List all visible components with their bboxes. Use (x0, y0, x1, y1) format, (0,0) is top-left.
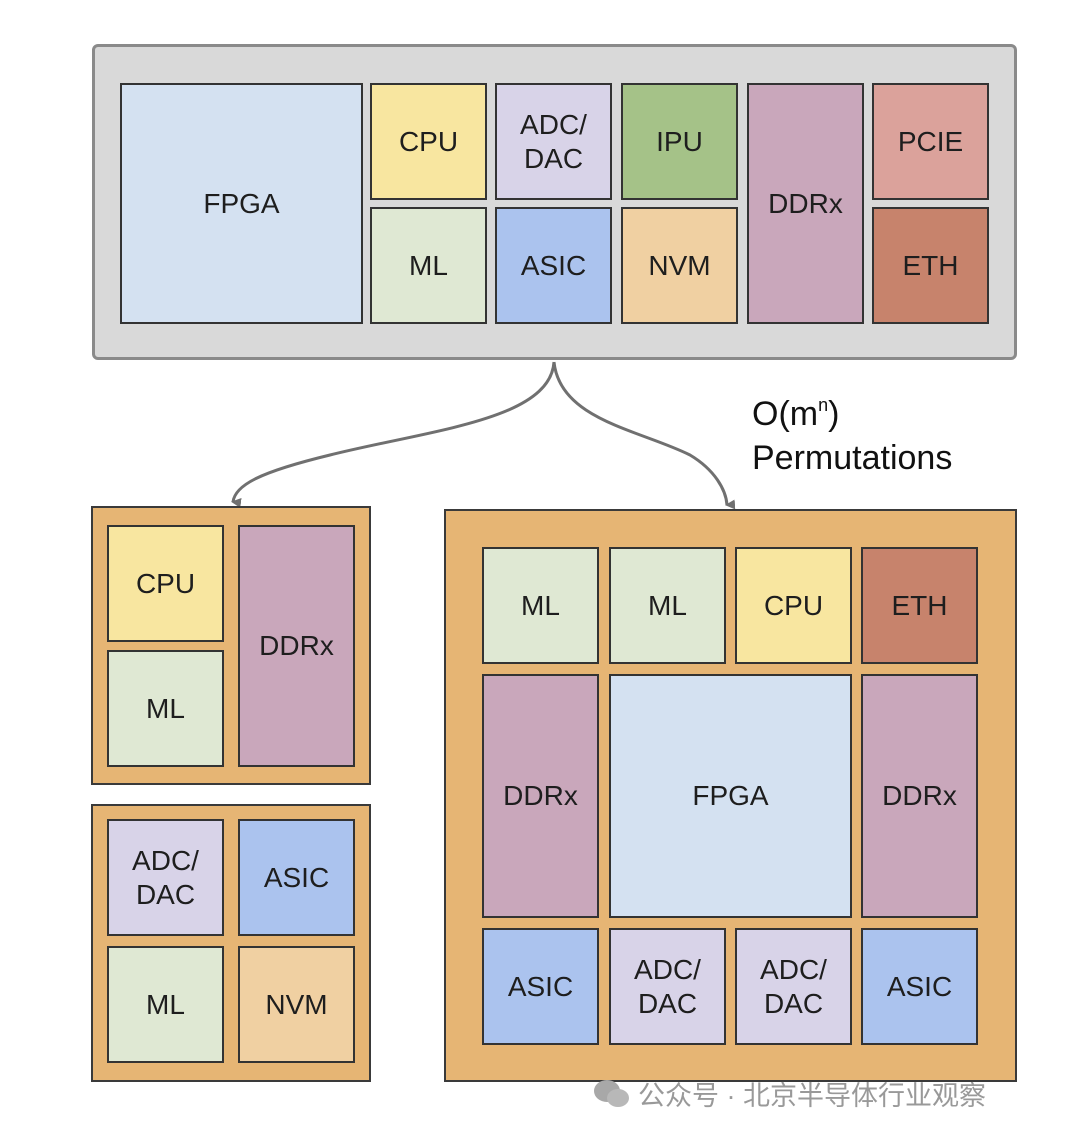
arrow-to-package-c (552, 361, 736, 510)
package-b-asic: ASIC (238, 819, 355, 936)
wechat-icon (594, 1079, 629, 1107)
permutations-label: Permutations (752, 439, 953, 477)
block-ipu: IPU (621, 83, 738, 200)
watermark: 公众号 · 北京半导体行业观察 (592, 1074, 986, 1113)
permutations-annotation: O(mn) Permutations (752, 392, 952, 480)
block-cpu: CPU (370, 83, 487, 200)
block-ml: ML (370, 207, 487, 324)
package-c-ml-1: ML (482, 547, 599, 664)
package-c-ddrx-right: DDRx (861, 674, 978, 918)
package-b-nvm: NVM (238, 946, 355, 1063)
package-c-adc-dac-1: ADC/ DAC (609, 928, 726, 1045)
arrow-to-package-a (231, 361, 556, 508)
package-c-asic-2: ASIC (861, 928, 978, 1045)
block-eth: ETH (872, 207, 989, 324)
watermark-text: 公众号 · 北京半导体行业观察 (638, 1081, 986, 1111)
block-asic: ASIC (495, 207, 612, 324)
block-fpga: FPGA (120, 83, 363, 324)
package-a-cpu: CPU (107, 525, 224, 642)
package-a-ddrx: DDRx (238, 525, 355, 767)
package-c-asic-1: ASIC (482, 928, 599, 1045)
package-c-ml-2: ML (609, 547, 726, 664)
block-pcie: PCIE (872, 83, 989, 200)
block-adc-dac: ADC/ DAC (495, 83, 612, 200)
package-c-adc-dac-2: ADC/ DAC (735, 928, 852, 1045)
package-c-cpu: CPU (735, 547, 852, 664)
block-ddrx: DDRx (747, 83, 864, 324)
block-nvm: NVM (621, 207, 738, 324)
package-b-ml: ML (107, 946, 224, 1063)
complexity-label: O(mn) (752, 395, 840, 433)
package-c-eth: ETH (861, 547, 978, 664)
package-c-fpga: FPGA (609, 674, 852, 918)
package-c-ddrx-left: DDRx (482, 674, 599, 918)
package-a-ml: ML (107, 650, 224, 767)
package-b-adc-dac: ADC/ DAC (107, 819, 224, 936)
